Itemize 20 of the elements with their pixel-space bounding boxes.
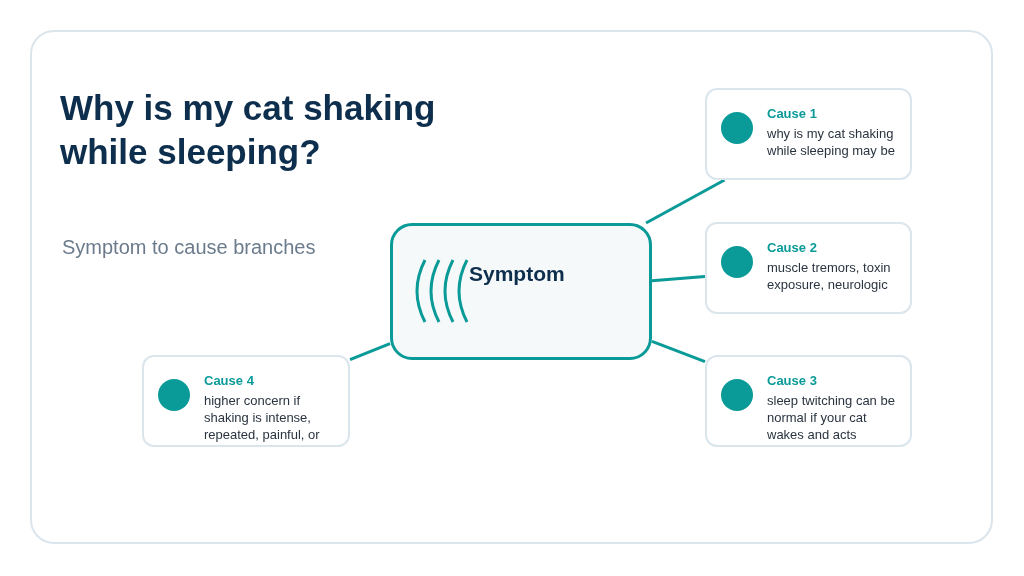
cause-description: sleep twitching can be normal if your cat wakes and acts <box>767 393 895 444</box>
cause-heading: Cause 4 <box>204 373 254 388</box>
cause-description: higher concern if shaking is intense, repeated, painful, or <box>204 393 321 444</box>
cause-card <box>705 222 912 314</box>
connector-line <box>651 274 706 283</box>
cause-card <box>705 88 912 180</box>
node-label: Symptom <box>469 262 565 286</box>
connector-line <box>645 178 726 225</box>
symptom-box <box>390 223 652 360</box>
connector-line <box>651 340 706 363</box>
cause-description: why is my cat shaking while sleeping may be <box>767 126 895 160</box>
cause-heading: Cause 2 <box>767 240 817 255</box>
cause-card <box>705 355 912 447</box>
cause-description: muscle tremors, toxin exposure, neurologic <box>767 260 892 294</box>
connector-line <box>349 342 391 361</box>
cause-card <box>142 355 350 447</box>
subtitle: Symptom to cause branches <box>62 236 316 259</box>
cause-heading: Cause 3 <box>767 373 817 388</box>
cause-heading: Cause 1 <box>767 106 817 121</box>
title: Why is my cat shaking while sleeping? <box>60 87 437 173</box>
